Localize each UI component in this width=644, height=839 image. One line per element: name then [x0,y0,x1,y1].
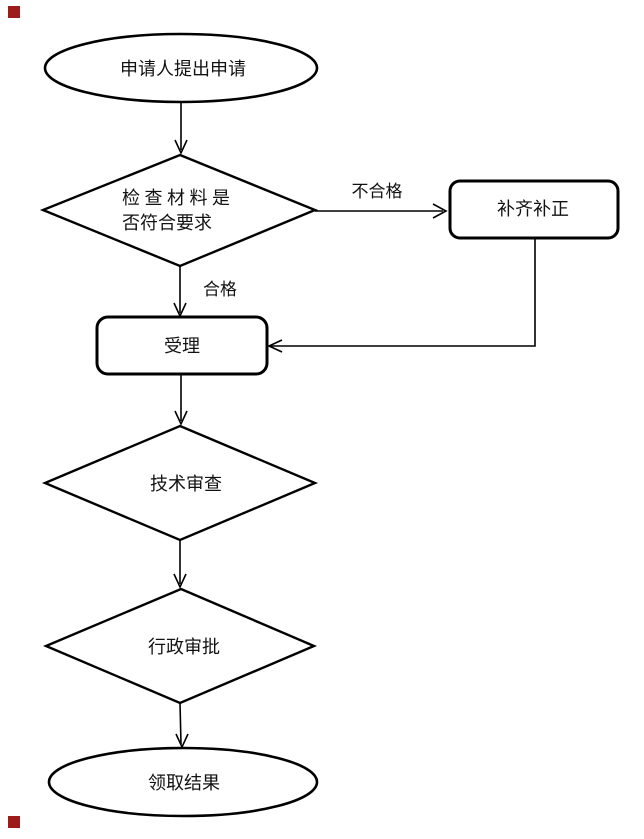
arrowhead-down-icon [173,573,187,589]
edge-start-check [174,102,188,155]
edge-admin-end-line [179,702,182,745]
node-supplement: 补齐补正 [448,179,620,240]
supplement-box [448,179,620,240]
edge-technical-admin [173,540,187,589]
edge-supplement-accept [267,238,536,353]
arrowhead-down-icon [174,410,188,426]
node-administrative-approval: 行政审批 [42,587,318,705]
arrowhead-down-icon [174,139,188,155]
check-label-line1: 检 查 材 料 是 [122,188,230,208]
edge-check-accept: 合格 [173,266,237,318]
node-start: 申请人提出申请 [43,32,319,104]
end-ellipse [47,746,319,818]
corner-marker-top-left [8,6,20,18]
edge-label-pass: 合格 [203,280,237,299]
node-check: 检 查 材 料 是 否符合要求 [39,153,319,268]
check-diamond [39,153,319,268]
arrowhead-left-icon [267,339,283,353]
technical-review-label: 技术审查 [150,474,222,494]
check-label-line2: 否符合要求 [122,213,212,233]
node-technical-review: 技术审查 [41,424,319,542]
supplement-label: 补齐补正 [497,199,569,219]
node-end: 领取结果 [47,746,319,818]
arrowhead-right-icon [432,203,448,219]
edge-label-fail: 不合格 [352,182,403,201]
administrative-approval-label: 行政审批 [148,637,220,657]
node-accept: 受理 [95,315,269,376]
edge-feedback-line [271,238,536,347]
edge-admin-end [175,702,189,749]
edge-check-supplement: 不合格 [315,182,448,219]
accept-label: 受理 [164,336,200,356]
accept-box [95,315,269,376]
start-label: 申请人提出申请 [120,59,246,79]
edge-accept-technical [174,374,188,426]
end-label: 领取结果 [148,773,220,793]
corner-marker-bottom-left [8,816,20,828]
arrowhead-down-icon [175,733,189,749]
